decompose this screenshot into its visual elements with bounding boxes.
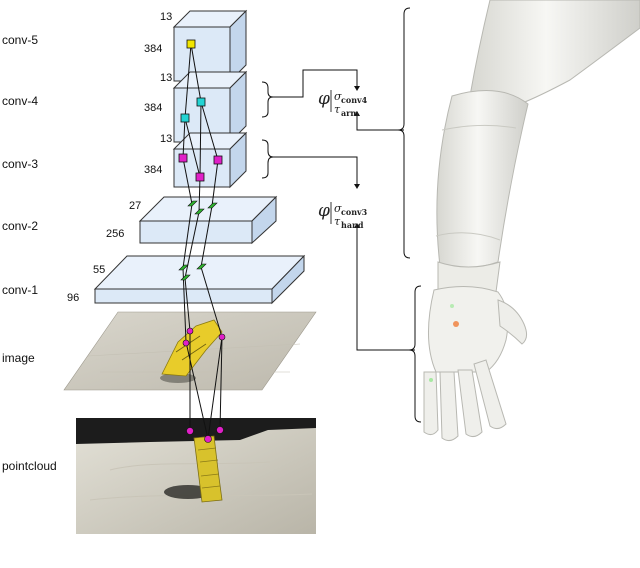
layer-label-conv2: conv-2 <box>2 219 38 233</box>
image-label: image <box>2 351 35 365</box>
conv3-feature-marker <box>178 153 188 163</box>
robot-arm-illustration <box>423 0 640 442</box>
hand-formula: φ σ conv3 τ hand <box>318 201 368 230</box>
hand-sigma: σ <box>334 202 342 215</box>
conv4-top-size: 13 <box>160 72 172 84</box>
feature-connections <box>182 43 223 440</box>
pointcloud-point-marker <box>186 427 194 435</box>
conv1-top-size: 55 <box>93 264 105 276</box>
arm-sigma-sub: conv4 <box>341 95 368 105</box>
arm-phi: φ <box>318 89 330 109</box>
hand-tau: τ <box>334 215 341 228</box>
hand-phi: φ <box>318 201 330 221</box>
conv1-side-size: 96 <box>67 292 79 304</box>
conv1-block <box>93 254 306 305</box>
arrow-heads <box>354 86 360 228</box>
conv1-feature-marker <box>196 263 207 270</box>
layer-label-conv4: conv-4 <box>2 94 38 108</box>
layer-label-conv5: conv-5 <box>2 33 38 47</box>
conv2-side-size: 256 <box>106 228 124 240</box>
image-point-marker <box>182 339 190 347</box>
pointcloud-point-marker <box>216 426 224 434</box>
arm-sigma: σ <box>334 90 342 103</box>
image-point-marker <box>186 327 194 335</box>
conv3-feature-marker <box>213 155 223 165</box>
formula-arrows <box>273 69 415 351</box>
conv2-feature-marker <box>207 202 218 209</box>
conv2-top-size: 27 <box>129 200 141 212</box>
conv5-block <box>172 9 248 83</box>
conv4-side-size: 384 <box>144 102 162 114</box>
layer-label-conv3: conv-3 <box>2 157 38 171</box>
layer-label-conv1: conv-1 <box>2 283 38 297</box>
conv2-feature-marker <box>194 208 205 215</box>
pointcloud-label: pointcloud <box>2 459 57 473</box>
conv3-side-size: 384 <box>144 164 162 176</box>
arm-formula: φ σ conv4 τ arm <box>318 89 368 118</box>
pointcloud-photo <box>76 418 316 534</box>
arm-tau-sub: arm <box>341 108 359 118</box>
hand-sigma-sub: conv3 <box>341 207 368 217</box>
hand-tau-sub: hand <box>341 220 364 230</box>
conv4-block <box>172 70 248 144</box>
conv1-feature-marker <box>180 274 191 281</box>
conv5-side-size: 384 <box>144 43 162 55</box>
conv4-feature-marker <box>180 113 190 123</box>
conv2-feature-marker <box>187 200 198 207</box>
conv5-feature-marker <box>186 39 196 49</box>
conv2-block <box>138 195 278 245</box>
conv3-feature-marker <box>195 172 205 182</box>
conv4-feature-marker <box>196 97 206 107</box>
image-point-marker <box>218 333 226 341</box>
arm-tau: τ <box>334 103 341 116</box>
conv3-top-size: 13 <box>160 133 172 145</box>
layer-brackets <box>261 81 274 179</box>
pointcloud-point-marker <box>204 435 212 443</box>
conv5-top-size: 13 <box>160 11 172 23</box>
body-brackets <box>397 7 422 423</box>
conv1-feature-marker <box>178 264 189 271</box>
